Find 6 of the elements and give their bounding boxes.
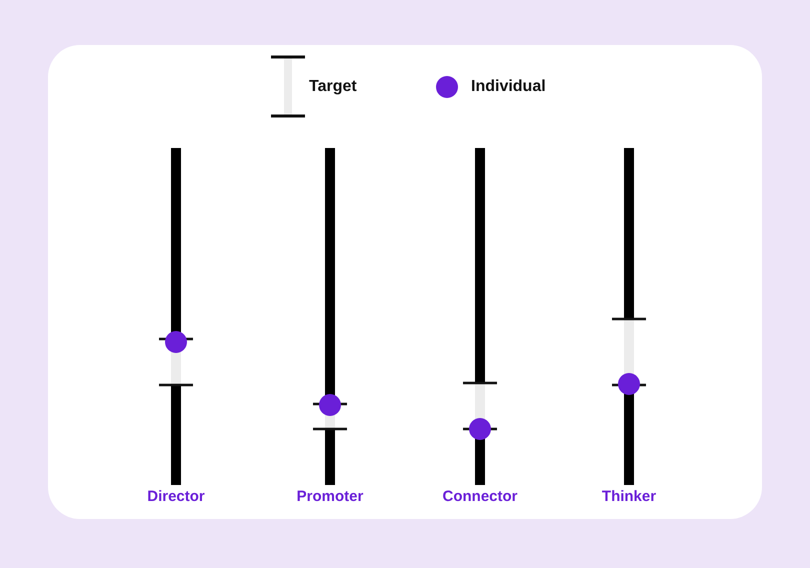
- category-label: Promoter: [296, 488, 364, 505]
- legend-label: Individual: [471, 78, 546, 96]
- legend-label: Target: [309, 78, 357, 96]
- category-label: Thinker: [602, 488, 656, 505]
- category-label: Director: [147, 488, 205, 505]
- category-label: Connector: [442, 488, 518, 505]
